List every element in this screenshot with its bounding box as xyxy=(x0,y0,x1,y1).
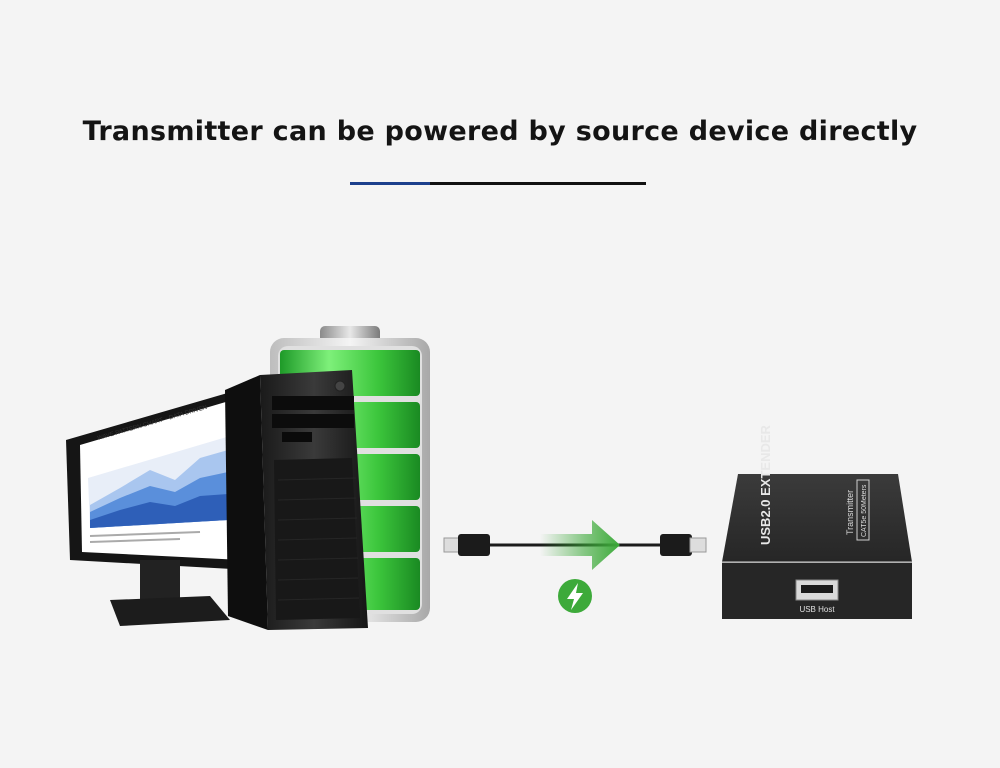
power-flow-arrow xyxy=(540,520,620,570)
tower-side xyxy=(225,375,268,630)
drive-bay-1 xyxy=(272,396,354,410)
usb-plug-left xyxy=(458,534,490,556)
front-ports xyxy=(282,432,312,442)
title-divider-accent xyxy=(350,182,430,185)
usb-cable xyxy=(443,534,707,556)
usb-host-label: USB Host xyxy=(799,605,835,614)
device-role: Transmitter xyxy=(845,490,855,535)
monitor-neck xyxy=(140,560,180,600)
pc-tower xyxy=(225,370,368,630)
device-name: USB2.0 EXTENDER xyxy=(758,424,773,545)
drive-bay-2 xyxy=(272,414,354,428)
usb-plug-right-tip xyxy=(689,537,707,553)
title-divider xyxy=(350,182,646,185)
device-spec: CAT5e 50Meters xyxy=(861,484,868,537)
device-top xyxy=(722,474,912,562)
lightning-bolt-icon xyxy=(558,579,592,613)
usb-extender-transmitter: USB2.0 EXTENDER Transmitter CAT5e 50Mete… xyxy=(722,424,912,619)
power-button xyxy=(334,380,346,392)
monitor-stand xyxy=(110,596,230,626)
device-spec-box xyxy=(856,479,870,541)
usb-plug-left-tip xyxy=(443,537,461,553)
page-title: Transmitter can be powered by source dev… xyxy=(82,116,918,147)
usb-plug-right xyxy=(660,534,692,556)
